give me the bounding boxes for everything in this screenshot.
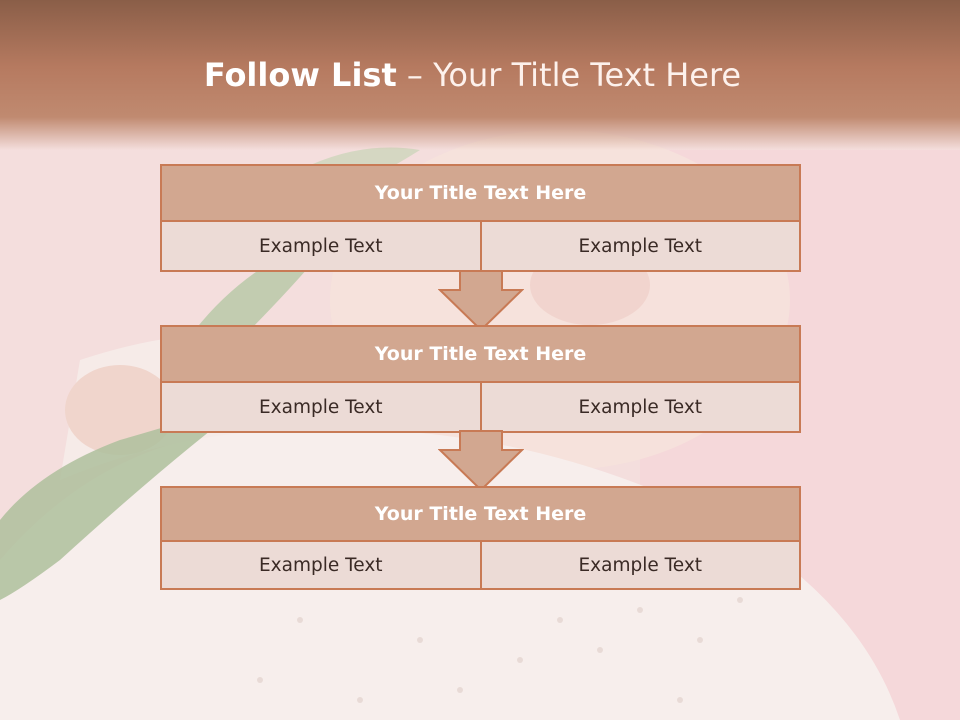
step-cell-left[interactable]: Example Text [160, 542, 482, 590]
step-row: Example Text Example Text [160, 542, 801, 590]
down-arrow-icon [438, 430, 524, 492]
step-title[interactable]: Your Title Text Here [160, 486, 801, 542]
slide-title-rest: – Your Title Text Here [396, 56, 742, 94]
step-row: Example Text Example Text [160, 222, 801, 272]
slide-title[interactable]: Follow List – Your Title Text Here [0, 56, 945, 94]
step-cell-right[interactable]: Example Text [481, 542, 801, 590]
step-row: Example Text Example Text [160, 383, 801, 433]
down-arrow-icon [438, 270, 524, 332]
step-title[interactable]: Your Title Text Here [160, 325, 801, 383]
step-block-1[interactable]: Your Title Text Here Example Text Exampl… [160, 164, 801, 272]
title-banner [0, 0, 960, 150]
step-cell-left[interactable]: Example Text [160, 383, 482, 433]
slide-title-bold: Follow List [203, 56, 397, 94]
step-cell-right[interactable]: Example Text [481, 222, 801, 272]
step-block-3[interactable]: Your Title Text Here Example Text Exampl… [160, 486, 801, 590]
step-title[interactable]: Your Title Text Here [160, 164, 801, 222]
step-cell-left[interactable]: Example Text [160, 222, 482, 272]
step-block-2[interactable]: Your Title Text Here Example Text Exampl… [160, 325, 801, 433]
step-cell-right[interactable]: Example Text [481, 383, 801, 433]
